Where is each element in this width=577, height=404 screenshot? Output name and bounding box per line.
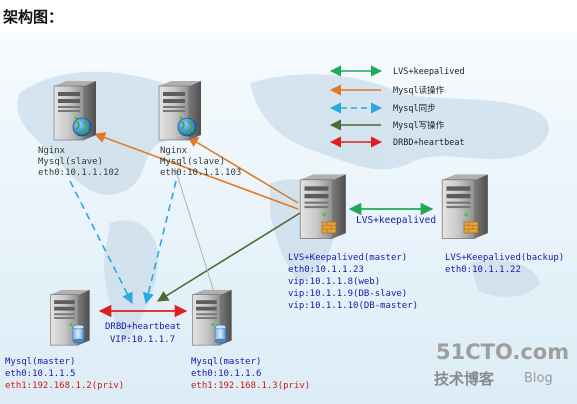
nginx1-line-1: Nginx (38, 146, 66, 156)
nginx2-line-2: Mysql(slave) (160, 157, 225, 167)
watermark-sub: 技术博客 (434, 370, 495, 388)
mysql1-line-1: Mysql(master) (5, 357, 75, 367)
mysql1-priv: eth1:192.168.1.2(priv) (5, 381, 124, 391)
mysql2-line-1: Mysql(master) (191, 357, 261, 367)
node-lvs-master: LVS+Keepalived(master) eth0:10.1.1.23 vi… (288, 173, 418, 311)
legend-label-read: Mysql读操作 (393, 85, 445, 96)
lvs-master-line-1: LVS+Keepalived(master) (288, 253, 407, 263)
read-link-nginx1 (93, 132, 299, 210)
mysql1-line-2: eth0:10.1.1.5 (5, 369, 75, 379)
page-title: 架构图： (3, 8, 64, 26)
node-nginx2: Nginx Mysql(slave) eth0:10.1.1.103 (158, 80, 241, 178)
nginx2-mysql-link (174, 167, 216, 296)
mysql2-priv: eth1:192.168.1.3(priv) (191, 381, 310, 391)
legend: LVS+keepalived Mysql读操作 Mysql同步 Mysql写操作… (329, 65, 465, 148)
mysql2-line-2: eth0:10.1.1.6 (191, 369, 261, 379)
globe-icon (177, 117, 197, 137)
watermark: 51CTO.com 技术博客 Blog (434, 340, 569, 388)
nginx1-line-2: Mysql(slave) (38, 157, 103, 167)
legend-label-lvs: LVS+keepalived (393, 67, 465, 77)
firewall-icon (463, 221, 479, 234)
read-link-nginx2 (187, 136, 299, 204)
lvs-backup-line-1: LVS+Keepalived(backup) (445, 253, 564, 263)
lvs-backup-line-2: eth0:10.1.1.22 (445, 265, 521, 275)
architecture-diagram: LVS+keepalived Mysql读操作 Mysql同步 Mysql写操作… (0, 33, 577, 404)
firewall-icon (321, 221, 337, 234)
node-lvs-backup: LVS+Keepalived(backup) eth0:10.1.1.22 (441, 173, 564, 275)
nginx2-line-1: Nginx (160, 146, 188, 156)
watermark-blog: Blog (524, 371, 553, 386)
vip-label: VIP:10.1.1.7 (110, 335, 175, 345)
links-layer (69, 132, 434, 318)
lvs-master-line-3: vip:10.1.1.8(web) (288, 277, 380, 287)
globe-icon (72, 117, 92, 137)
legend-label-drbd: DRBD+heartbeat (393, 138, 465, 148)
sync-link-nginx2 (142, 180, 177, 305)
sync-link-nginx1 (69, 180, 133, 304)
lvs-master-line-5: vip:10.1.1.10(DB-master) (288, 301, 418, 311)
nginx2-line-3: eth0:10.1.1.103 (160, 168, 241, 178)
lvs-master-line-2: eth0:10.1.1.23 (288, 265, 364, 275)
node-mysql-master1: Mysql(master) eth0:10.1.1.5 eth1:192.168… (5, 289, 124, 391)
node-mysql-master2: Mysql(master) eth0:10.1.1.6 eth1:192.168… (191, 289, 310, 391)
lvs-master-line-4: vip:10.1.1.9(DB-slave) (288, 289, 407, 299)
watermark-brand: 51CTO.com (436, 340, 569, 364)
database-icon (214, 324, 227, 344)
lvs-pair-label: LVS+keepalived (356, 215, 436, 226)
database-icon (72, 324, 85, 344)
legend-label-write: Mysql写操作 (393, 120, 445, 131)
legend-label-sync: Mysql同步 (393, 104, 436, 114)
drbd-label: DRBD+heartbeat (105, 322, 181, 332)
nginx1-line-3: eth0:10.1.1.102 (38, 168, 119, 178)
node-nginx1: Nginx Mysql(slave) eth0:10.1.1.102 (38, 80, 119, 178)
write-link (157, 212, 301, 302)
